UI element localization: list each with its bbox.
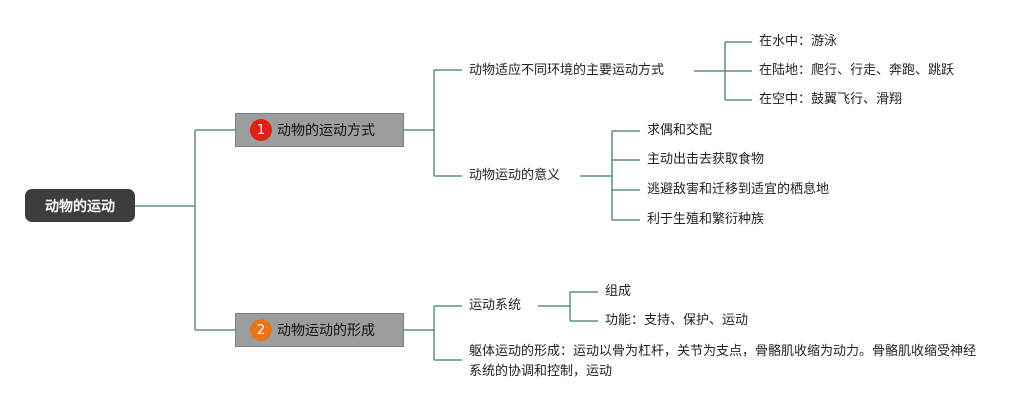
leaf-composition: 组成 xyxy=(605,284,632,299)
root-label: 动物的运动 xyxy=(45,198,115,215)
leaf-obtain-food: 主动出击去获取食物 xyxy=(647,152,765,167)
leaf-courtship: 求偶和交配 xyxy=(647,123,713,138)
branch-node-movement-formation: 2 动物运动的形成 xyxy=(235,313,404,347)
leaf-escape-migrate: 逃避敌害和迁移到适宜的栖息地 xyxy=(647,182,830,197)
branch-node-movement-modes: 1 动物的运动方式 xyxy=(235,113,404,147)
sub-node-significance: 动物运动的意义 xyxy=(469,168,561,183)
root-node: 动物的运动 xyxy=(25,189,135,222)
leaf-on-land: 在陆地：爬行、行走、奔跑、跳跃 xyxy=(759,63,955,78)
leaf-in-water: 在水中：游泳 xyxy=(759,34,838,49)
branch-label-1: 动物的运动方式 xyxy=(277,123,375,139)
leaf-function: 功能：支持、保护、运动 xyxy=(605,313,749,328)
branch-label-2: 动物运动的形成 xyxy=(277,323,375,339)
leaf-in-air: 在空中：鼓翼飞行、滑翔 xyxy=(759,92,903,107)
leaf-reproduction: 利于生殖和繁衍种族 xyxy=(647,212,765,227)
sub-node-body-movement-formation: 躯体运动的形成：运动以骨为杠杆，关节为支点，骨骼肌收缩为动力。骨骼肌收缩受神经系… xyxy=(469,344,977,379)
sub-node-main-movement-modes: 动物适应不同环境的主要运动方式 xyxy=(469,63,665,78)
sub-node-motor-system: 运动系统 xyxy=(469,298,522,313)
number-badge-2: 2 xyxy=(250,319,272,341)
number-badge-1: 1 xyxy=(250,119,272,141)
